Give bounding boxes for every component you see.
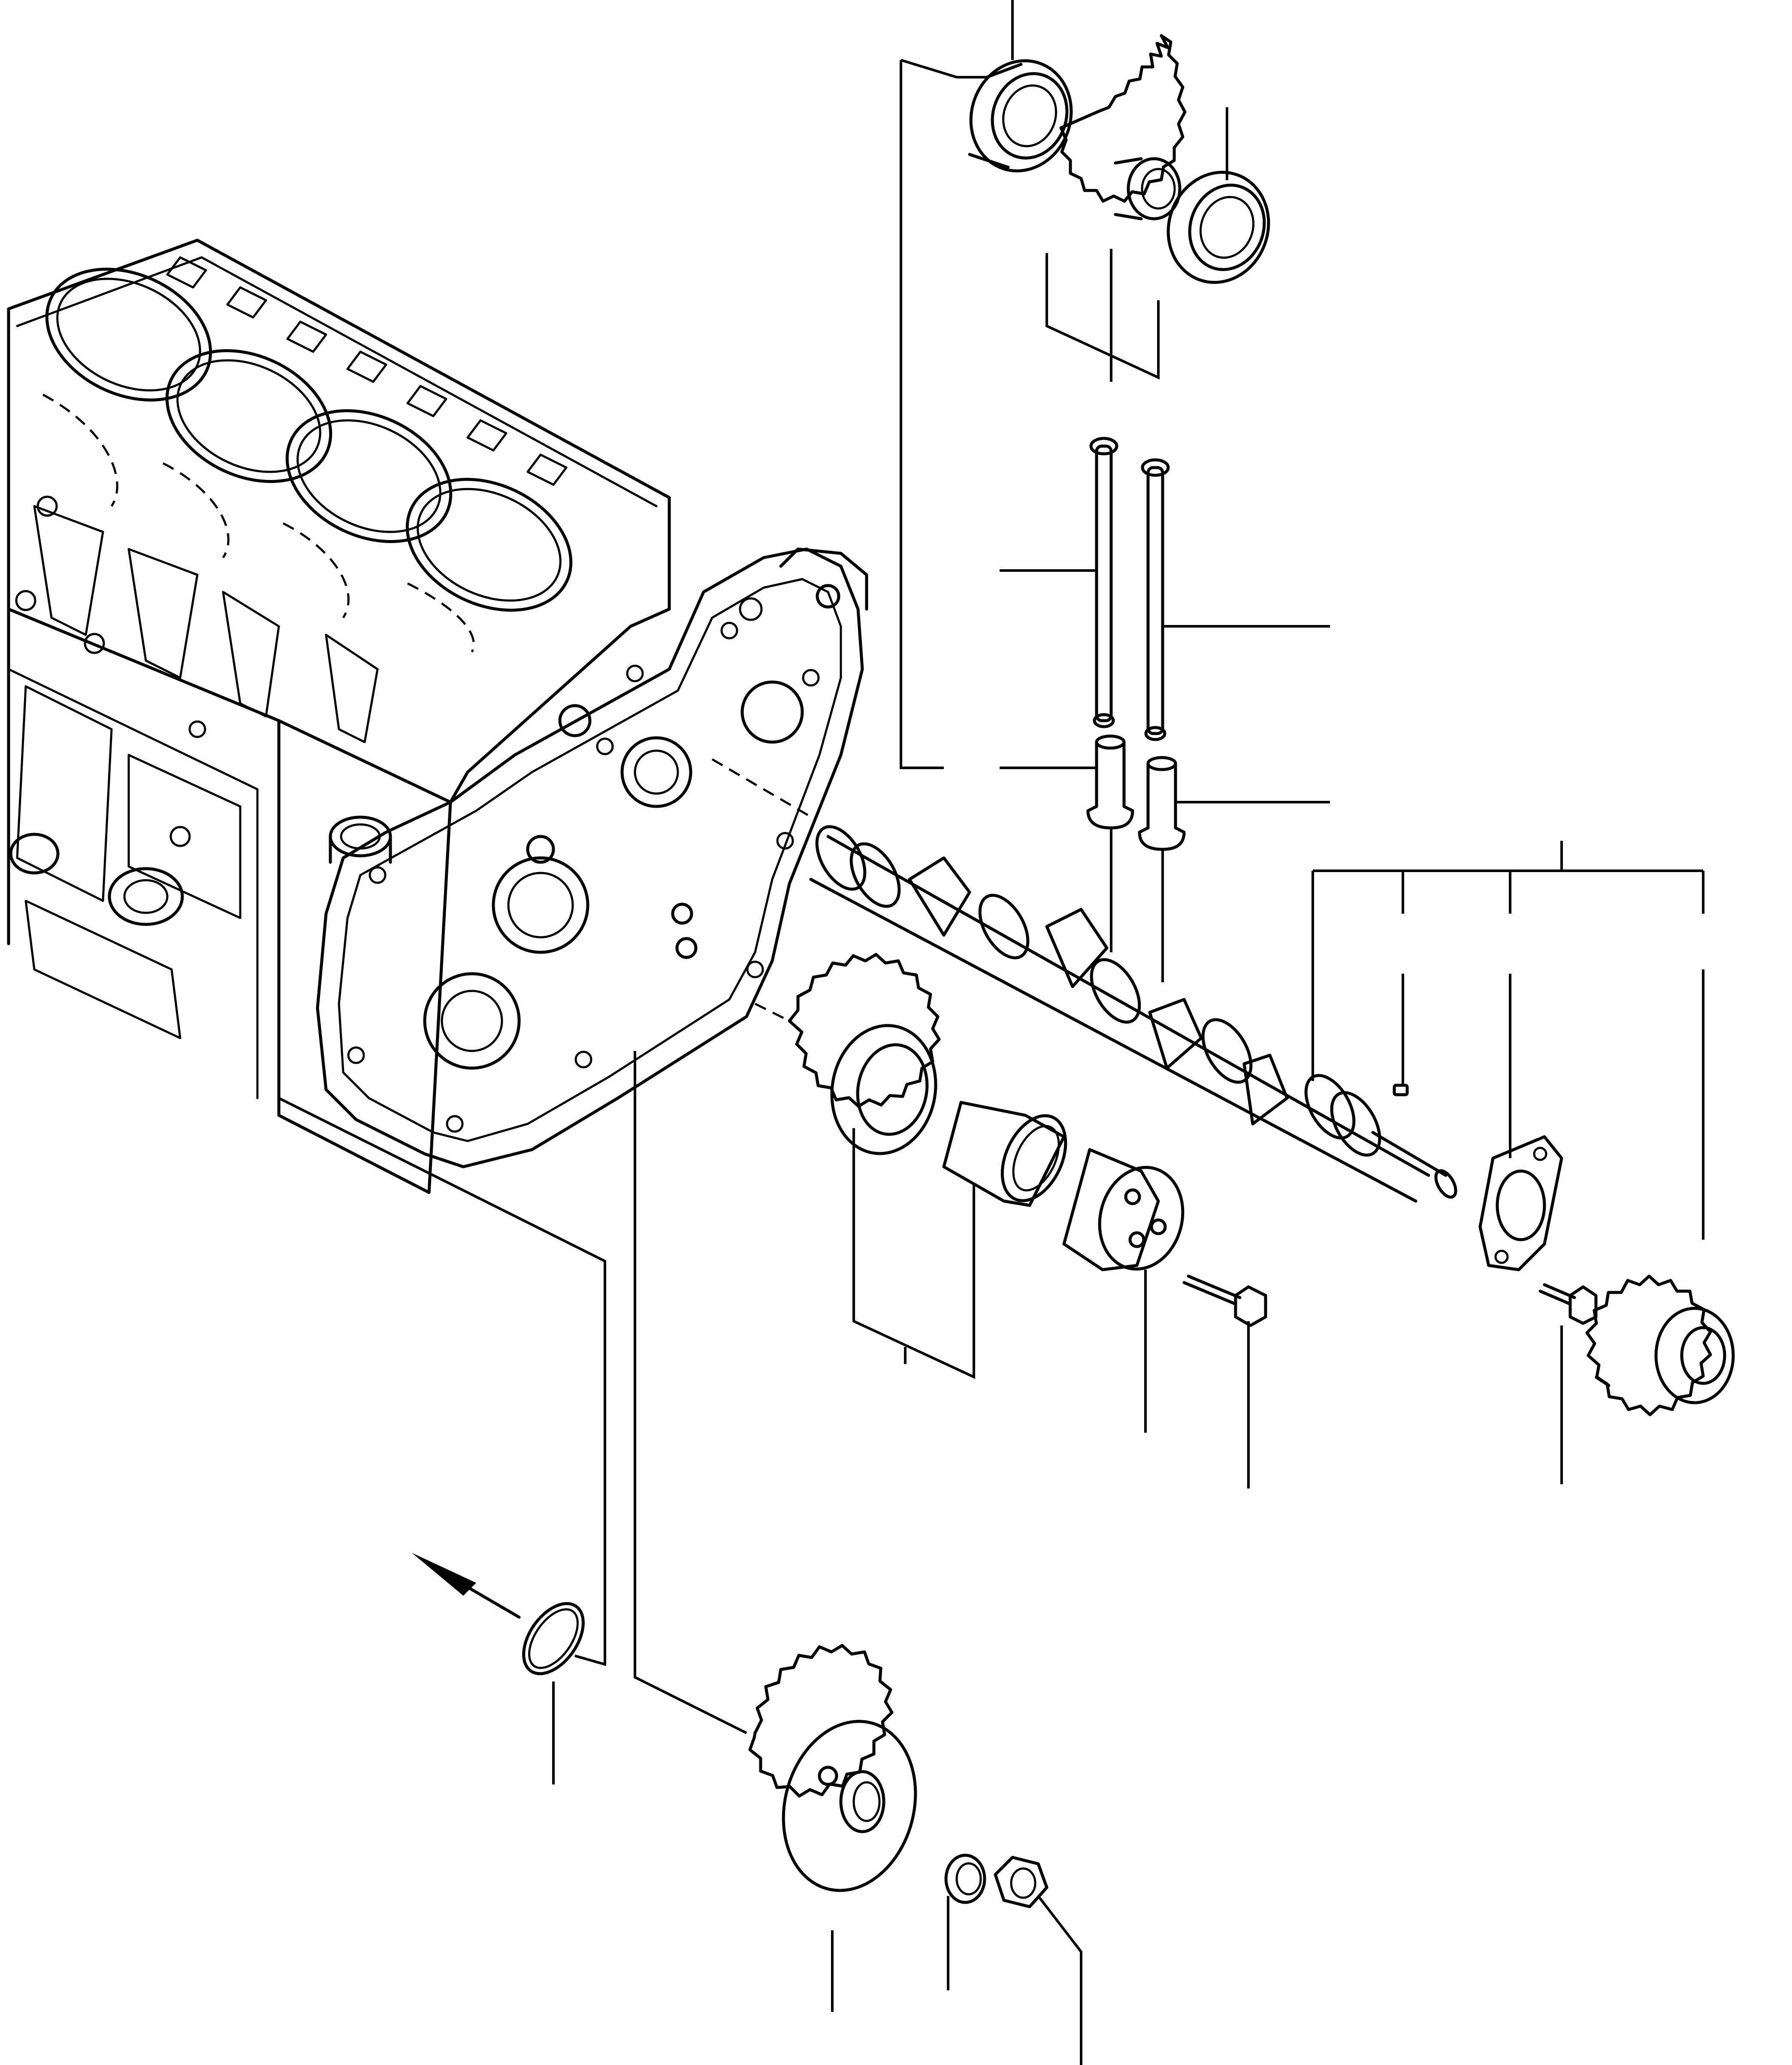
camshaft — [809, 825, 1457, 1203]
plate-bolt — [1538, 1283, 1598, 1325]
fuel-pump-gear — [748, 1644, 917, 1892]
o-ring — [522, 1602, 585, 1676]
idler-gear-upper — [1059, 34, 1187, 220]
idler-bearing-lower — [1166, 171, 1270, 284]
tappet-left — [1086, 734, 1134, 830]
idler-shaft — [1062, 1148, 1185, 1271]
leader-lines — [278, 0, 1704, 2065]
push-rod-right — [1141, 458, 1170, 741]
woodruff-key — [1393, 1084, 1409, 1096]
timing-gear-case — [316, 547, 868, 1168]
idler-bushing — [942, 1101, 1067, 1207]
push-rod-left — [1089, 437, 1118, 728]
idler-shaft-bolt — [1182, 1274, 1267, 1327]
view-arrow — [412, 1553, 521, 1619]
idler-gear-main — [788, 953, 941, 1155]
idler-bearing-upper — [968, 59, 1073, 172]
camshaft-gear — [1585, 1274, 1735, 1416]
lock-washer — [944, 1854, 986, 1904]
thrust-plate — [1478, 1135, 1563, 1271]
cylinder-block — [7, 239, 671, 1194]
nut — [994, 1856, 1049, 1908]
